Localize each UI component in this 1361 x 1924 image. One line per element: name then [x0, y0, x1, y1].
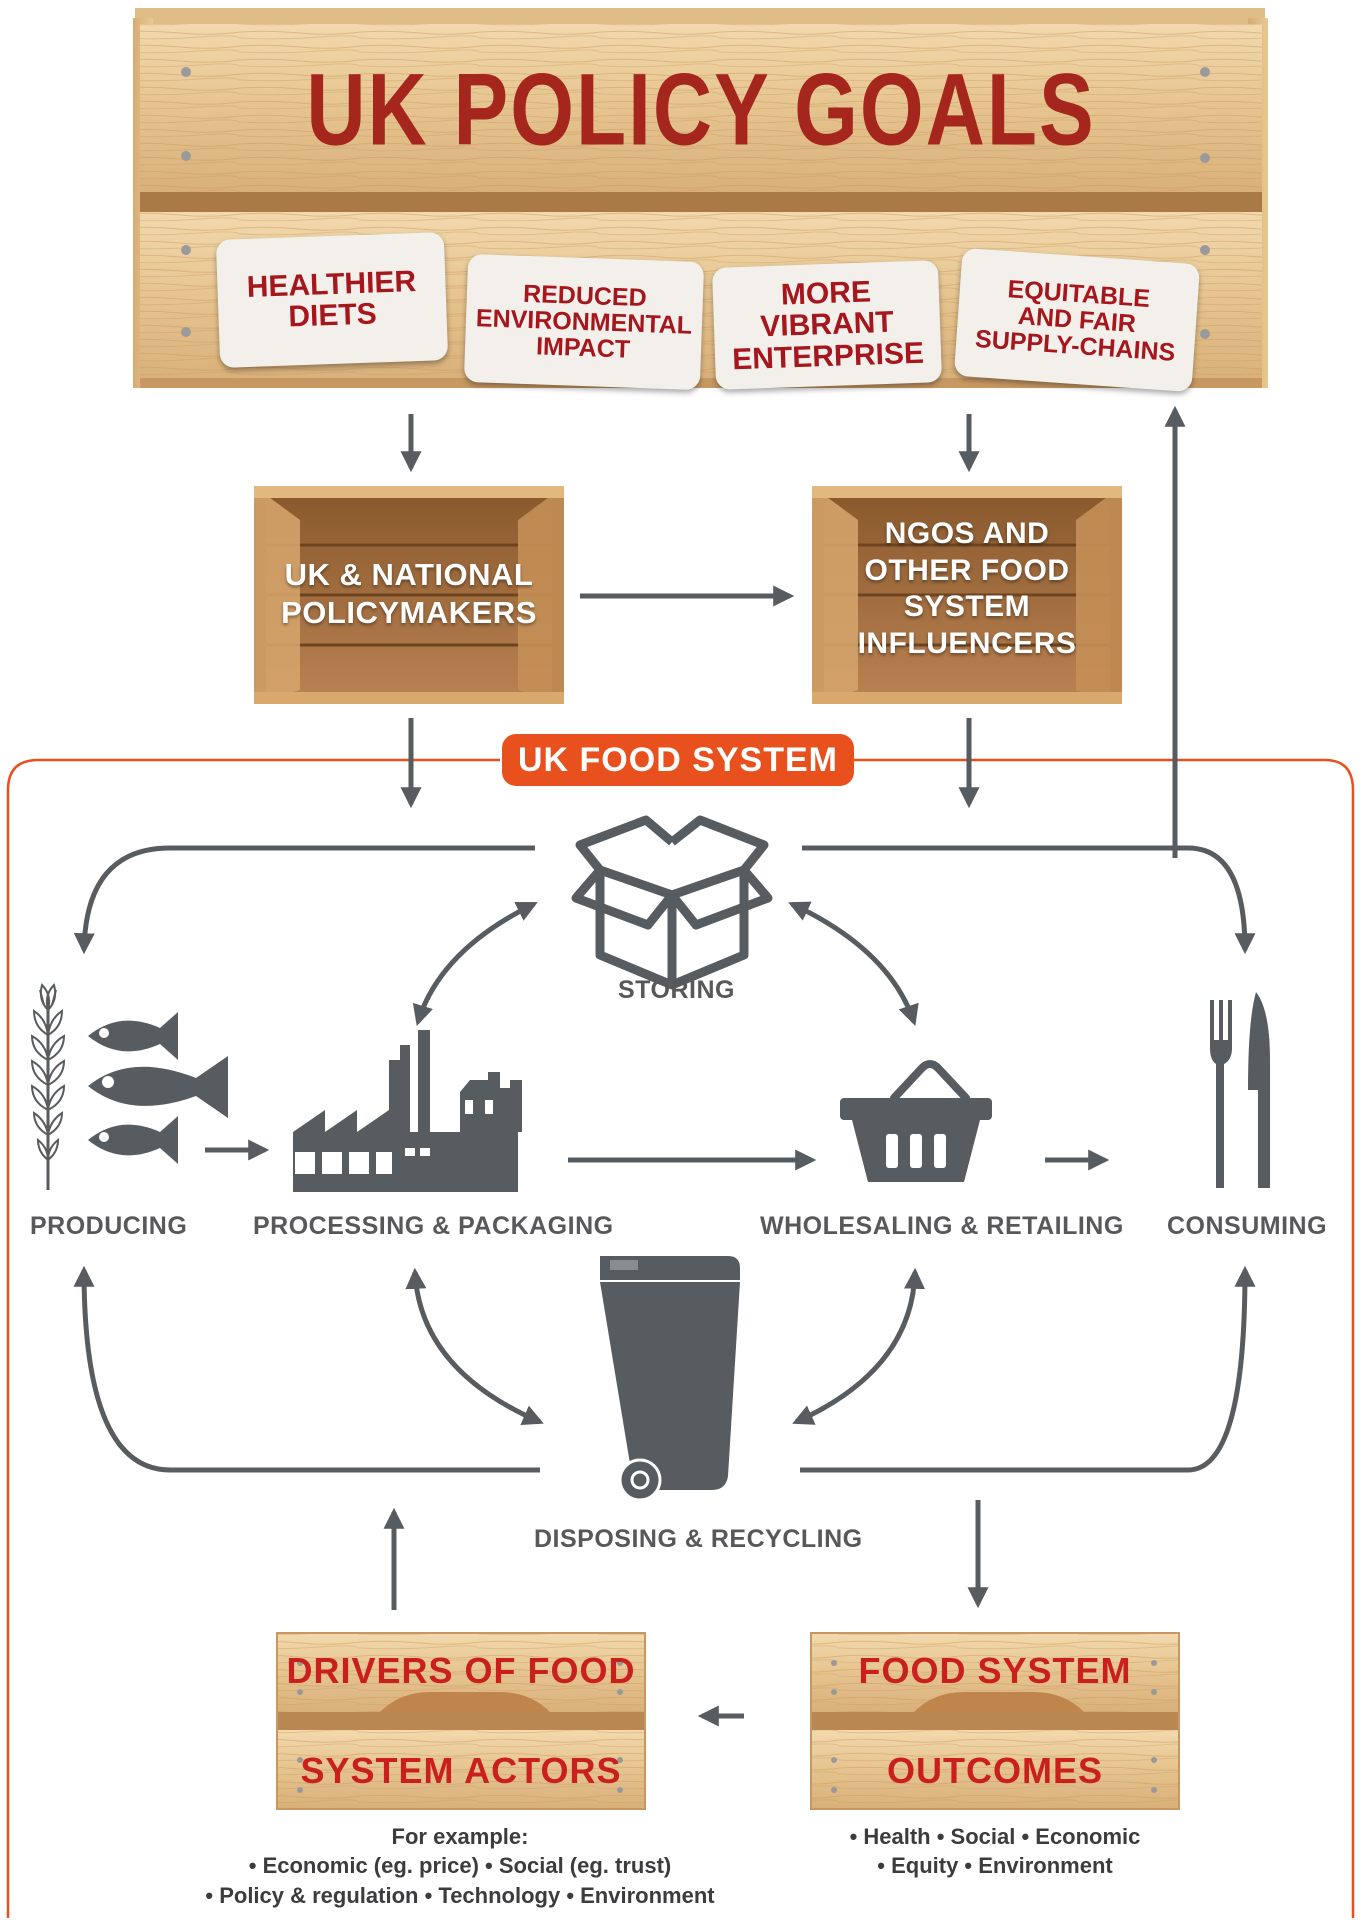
influencers-line: NGOS AND — [884, 517, 1050, 550]
outcomes-title-bottom: OUTCOMES — [810, 1750, 1180, 1792]
wheat-icon — [30, 983, 66, 1190]
drivers-title-bottom: SYSTEM ACTORS — [276, 1750, 646, 1792]
drivers-title-top: DRIVERS OF FOOD — [276, 1650, 646, 1692]
policymakers-line: POLICYMAKERS — [281, 594, 537, 630]
drivers-examples: For example: • Economic (eg. price) • So… — [190, 1822, 730, 1910]
food-system-badge: UK FOOD SYSTEM — [502, 734, 854, 786]
policy-goals-title: UK POLICY GOALS — [306, 53, 1096, 167]
arrow-processing-disposing — [405, 1267, 544, 1425]
goal-line: DIETS — [287, 297, 378, 334]
outcomes-note-line: • Equity • Environment — [877, 1853, 1113, 1879]
basket-icon — [840, 1060, 992, 1182]
stage-label-storing: STORING — [618, 976, 735, 1004]
influencers-line: OTHER FOOD — [864, 553, 1070, 587]
influencers-line: SYSTEM — [903, 590, 1031, 624]
stage-label-processing: PROCESSING & PACKAGING — [253, 1212, 614, 1240]
outcomes-title-top: FOOD SYSTEM — [810, 1650, 1180, 1692]
factory-icon — [293, 1030, 522, 1192]
arrow-storing-to-producing — [73, 845, 535, 955]
bin-icon — [600, 1256, 740, 1502]
arrow-storing-to-consuming — [802, 845, 1256, 955]
stage-label-disposing: DISPOSING & RECYCLING — [534, 1525, 863, 1553]
drivers-title-line1: DRIVERS OF FOOD — [286, 1650, 636, 1691]
drivers-note-line: • Economic (eg. price) • Social (eg. tru… — [248, 1853, 672, 1879]
box-icon — [571, 815, 773, 990]
stage-label-producing: PRODUCING — [30, 1212, 188, 1240]
drivers-note-line: • Policy & regulation • Technology • Env… — [205, 1882, 715, 1908]
goal-line: ENTERPRISE — [731, 336, 925, 377]
outcomes-examples: • Health • Social • Economic • Equity • … — [830, 1822, 1160, 1881]
drivers-crate — [276, 1632, 646, 1810]
outcomes-title-line2: OUTCOMES — [886, 1750, 1103, 1791]
stage-label-consuming: CONSUMING — [1167, 1212, 1328, 1240]
food-system-frame — [6, 758, 1355, 1918]
outcomes-note-line: • Health • Social • Economic — [849, 1824, 1141, 1849]
outcomes-title-line1: FOOD SYSTEM — [858, 1650, 1132, 1691]
drivers-note-line: For example: — [391, 1824, 529, 1849]
drivers-title-line2: SYSTEM ACTORS — [300, 1750, 622, 1791]
fish-icon — [88, 1012, 228, 1164]
policymakers-line: UK & NATIONAL — [284, 557, 534, 592]
arrow-storing-wholesaling — [788, 901, 919, 1026]
outcomes-crate — [810, 1632, 1180, 1810]
arrow-wholesaling-disposing — [792, 1267, 925, 1425]
goal-sticker-environment: REDUCED ENVIRONMENTAL IMPACT — [463, 253, 705, 391]
goal-sticker-enterprise: MORE VIBRANT ENTERPRISE — [711, 260, 943, 390]
arrow-storing-processing — [412, 901, 538, 1027]
goal-sticker-healthier-diets: HEALTHIER DIETS — [215, 232, 449, 368]
goal-line: MORE VIBRANT — [759, 275, 895, 344]
policymakers-crate — [254, 486, 564, 704]
influencers-line: INFLUENCERS — [857, 626, 1077, 660]
cutlery-icon — [1210, 992, 1270, 1188]
arrow-disposing-to-consuming — [800, 1265, 1256, 1473]
goal-line: HEALTHIER — [246, 264, 417, 304]
goal-sticker-supply-chains: EQUITABLE AND FAIR SUPPLY-CHAINS — [953, 247, 1201, 393]
policy-goals-header: UK POLICY GOALS — [140, 52, 1262, 167]
influencers-crate — [812, 486, 1122, 704]
arrow-disposing-to-producing — [73, 1265, 540, 1473]
influencers-label-box: NGOS AND OTHER FOOD SYSTEM INFLUENCERS — [812, 516, 1122, 676]
stage-label-wholesaling: WHOLESALING & RETAILING — [760, 1212, 1124, 1240]
policymakers-label-box: UK & NATIONAL POLICYMAKERS — [254, 556, 564, 646]
arrows — [73, 405, 1256, 1727]
